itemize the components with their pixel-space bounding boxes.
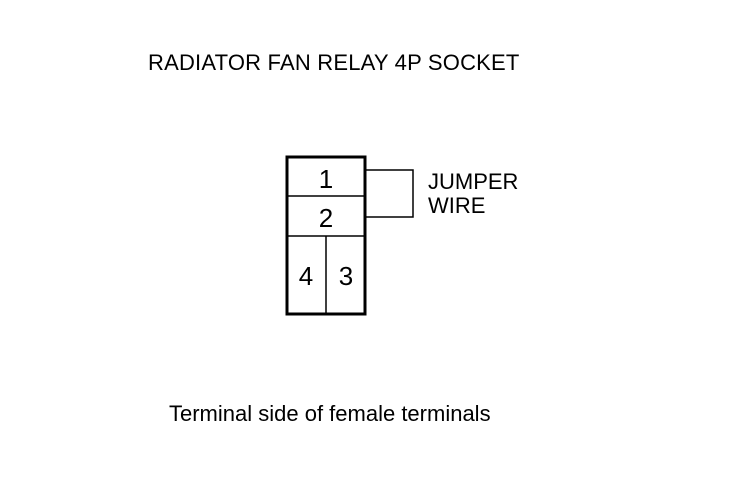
terminal-2-label: 2 <box>319 203 333 233</box>
jumper-wire <box>365 169 414 218</box>
terminal-3-label: 3 <box>339 261 353 291</box>
jumper-label-line2: WIRE <box>428 193 486 218</box>
diagram-title: RADIATOR FAN RELAY 4P SOCKET <box>148 50 520 75</box>
terminal-4-label: 4 <box>299 261 313 291</box>
diagram-caption: Terminal side of female terminals <box>169 401 491 426</box>
jumper-label-line1: JUMPER <box>428 169 519 194</box>
terminal-1-label: 1 <box>319 164 333 194</box>
jumper-wire-label: JUMPER WIRE <box>428 170 518 218</box>
